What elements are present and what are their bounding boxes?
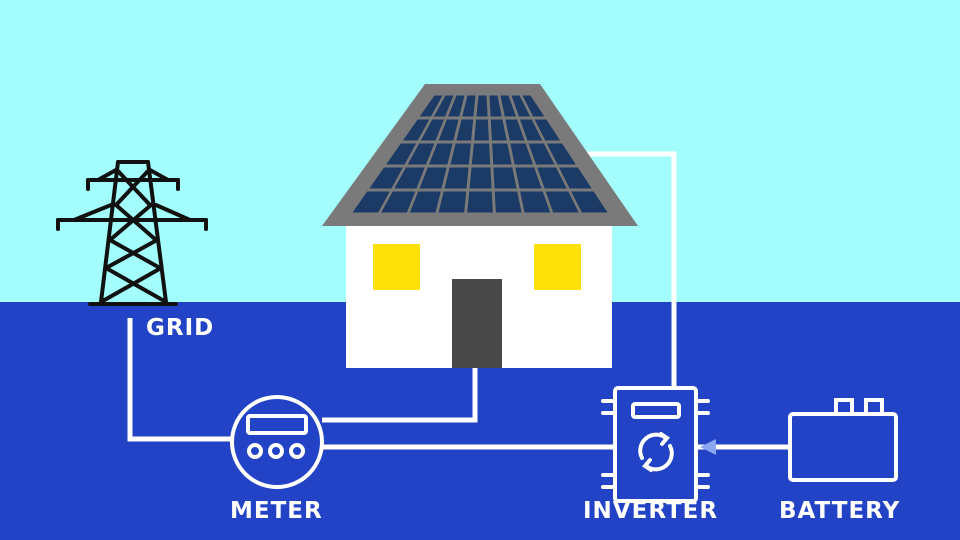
solar-cell [494, 191, 522, 213]
solar-cell [559, 167, 592, 189]
solar-cell [438, 191, 467, 213]
grid-label: GRID [146, 315, 215, 341]
solar-cell [386, 143, 417, 165]
solar-cell [546, 143, 576, 165]
solar-cell [500, 95, 516, 117]
solar-cell [438, 119, 459, 141]
solar-cell [394, 167, 425, 189]
solar-cell [522, 95, 545, 117]
solar-cell [462, 95, 476, 117]
solar-cell [409, 191, 441, 213]
solar-cell [420, 119, 444, 141]
solar-cell [407, 143, 435, 165]
transmission-tower-icon [56, 160, 208, 306]
solar-cell [419, 167, 447, 189]
solar-cell [510, 143, 534, 165]
solar-cell [534, 119, 561, 141]
wire-grid-to-meter [127, 318, 232, 442]
solar-cell [456, 119, 474, 141]
solar-cell [505, 119, 525, 141]
solar-cell [369, 167, 403, 189]
window-right [534, 244, 581, 290]
solar-cell [515, 167, 542, 189]
solar-cell [537, 167, 567, 189]
solar-cell [520, 119, 543, 141]
solar-cell [520, 191, 551, 213]
window-left [373, 244, 420, 290]
wires [127, 151, 790, 450]
wire-roof-to-inverter [585, 151, 677, 388]
solar-panels [352, 95, 608, 213]
inverter-label: INVERTER [583, 498, 719, 524]
solar-cell [450, 143, 471, 165]
solar-cell [471, 143, 491, 165]
wire-house-to-meter [322, 368, 478, 423]
solar-cell [469, 167, 492, 189]
solar-cell [571, 191, 608, 213]
solar-cell [493, 167, 517, 189]
meter-label: METER [230, 498, 323, 524]
solar-cell [433, 95, 454, 117]
solar-cell [444, 167, 469, 189]
battery-label: BATTERY [779, 498, 901, 524]
arrow-left-icon [700, 439, 716, 455]
solar-cell [467, 191, 493, 213]
solar-cell [489, 95, 502, 117]
solar-cell [511, 95, 531, 117]
solar-cell [490, 119, 507, 141]
solar-cell [492, 143, 512, 165]
solar-cell [352, 191, 390, 213]
solar-cell [448, 95, 465, 117]
solar-cell [474, 119, 489, 141]
solar-cell [402, 119, 430, 141]
solar-cell [419, 95, 443, 117]
house [322, 84, 638, 368]
inverter-refresh-icon [601, 386, 710, 503]
door [452, 279, 502, 368]
solar-cell [545, 191, 579, 213]
electric-meter-icon [230, 395, 324, 489]
battery-icon [788, 398, 898, 482]
solar-cell [381, 191, 416, 213]
solar-cell [528, 143, 555, 165]
solar-cell [476, 95, 488, 117]
solar-cell [428, 143, 453, 165]
